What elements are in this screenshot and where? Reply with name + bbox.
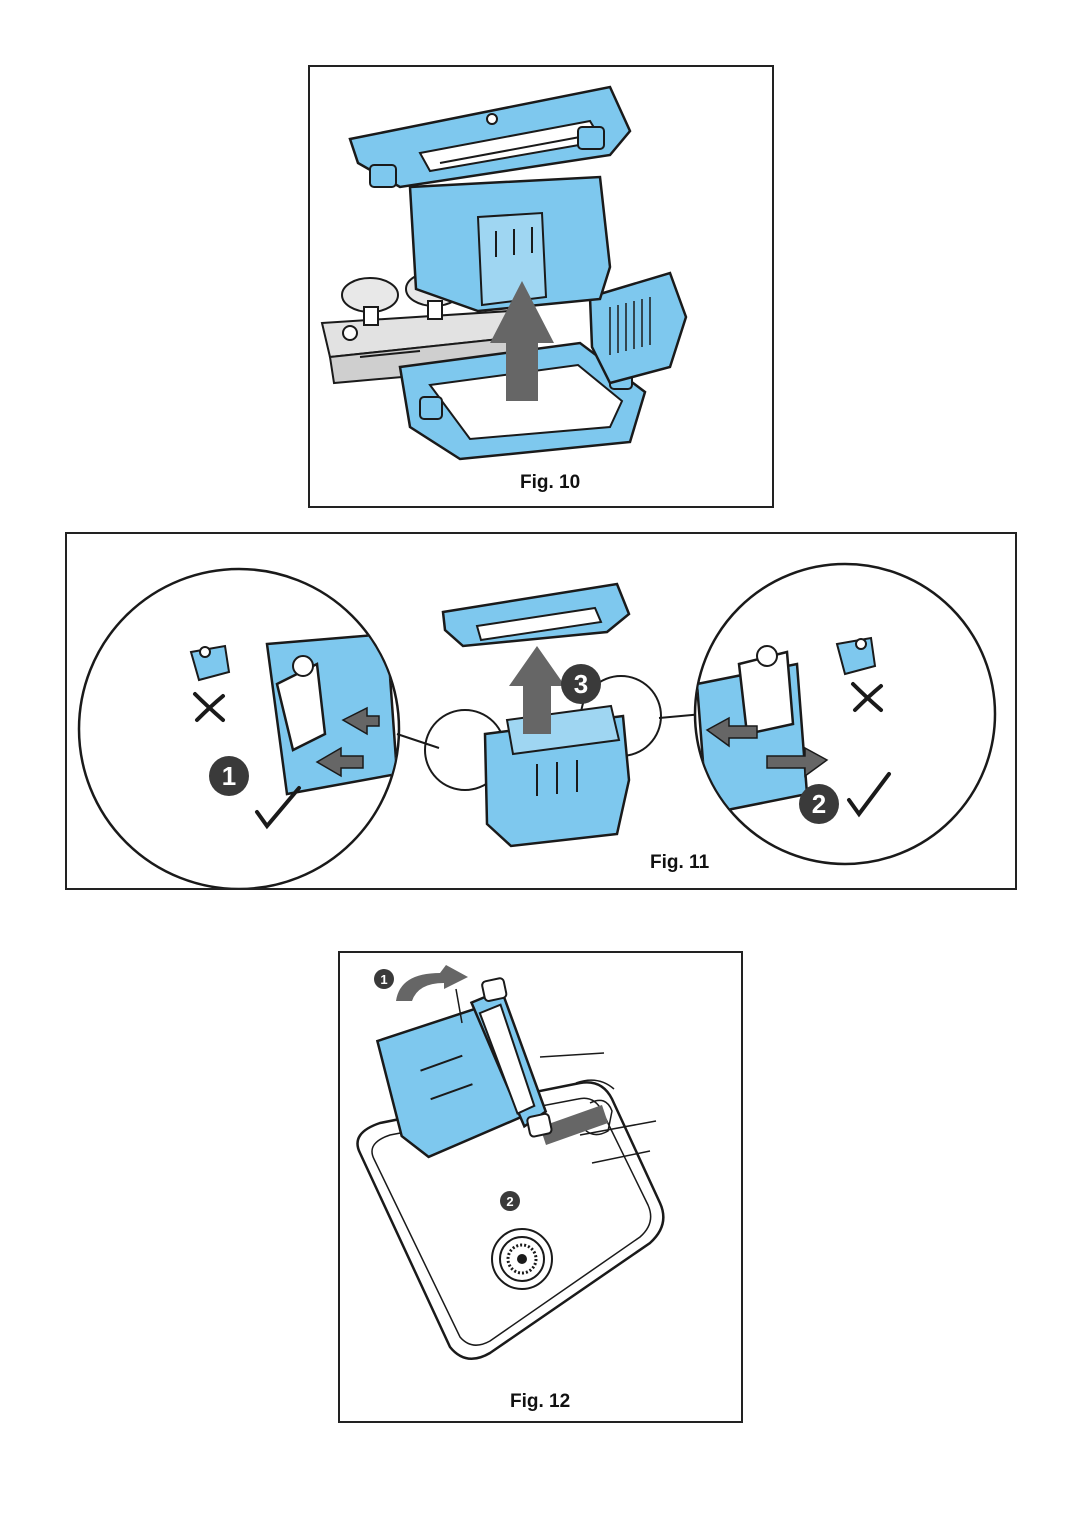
sink-drain bbox=[491, 1228, 553, 1290]
figure-11-panel: 1 3 bbox=[65, 532, 1017, 890]
left-detail-circle: 1 bbox=[77, 567, 401, 888]
right-detail-circle: 2 bbox=[693, 562, 997, 866]
clip-piece-wrong bbox=[189, 644, 231, 682]
figure-caption: Fig. 10 bbox=[520, 472, 581, 493]
tap-and-hand bbox=[539, 1052, 657, 1164]
rotate-arrow bbox=[396, 965, 468, 1001]
figure-11-illustration: 1 3 bbox=[77, 562, 997, 888]
container-body bbox=[408, 175, 612, 313]
figure-10-illustration bbox=[320, 85, 688, 461]
figure-12-illustration: 1 2 bbox=[356, 965, 665, 1360]
step-3-badge: 3 bbox=[561, 664, 601, 704]
figure-12-panel: 1 2 Fig. 12 bbox=[338, 951, 743, 1423]
step-1-badge: 1 bbox=[374, 969, 394, 989]
correct-mark-icon bbox=[847, 772, 891, 818]
wrong-mark-icon bbox=[851, 682, 883, 712]
filter-housing bbox=[588, 271, 688, 385]
step-2-badge: 2 bbox=[500, 1191, 520, 1211]
slide-arrows bbox=[705, 716, 829, 778]
correct-mark-icon bbox=[255, 786, 301, 830]
figure-10-panel: Fig. 10 bbox=[308, 65, 774, 508]
figure-caption: Fig. 12 bbox=[510, 1391, 571, 1412]
container-lid bbox=[348, 85, 632, 189]
step-label: 2 bbox=[812, 789, 826, 819]
step-label: 2 bbox=[506, 1194, 513, 1209]
water-stream bbox=[540, 1105, 608, 1145]
turn-arrows bbox=[315, 706, 380, 778]
step-label: 1 bbox=[222, 761, 236, 791]
figure-caption: Fig. 11 bbox=[650, 852, 710, 873]
center-assembly bbox=[441, 582, 631, 848]
step-1-badge: 1 bbox=[209, 756, 249, 796]
lift-arrow bbox=[490, 281, 554, 401]
clip-piece-wrong bbox=[835, 636, 877, 676]
step-label: 3 bbox=[574, 669, 588, 699]
step-label: 1 bbox=[380, 972, 387, 987]
step-2-badge: 2 bbox=[799, 784, 839, 824]
lift-arrow bbox=[509, 646, 565, 734]
wrong-mark-icon bbox=[193, 692, 225, 722]
container-body bbox=[375, 977, 553, 1159]
callout-line bbox=[455, 988, 463, 1024]
